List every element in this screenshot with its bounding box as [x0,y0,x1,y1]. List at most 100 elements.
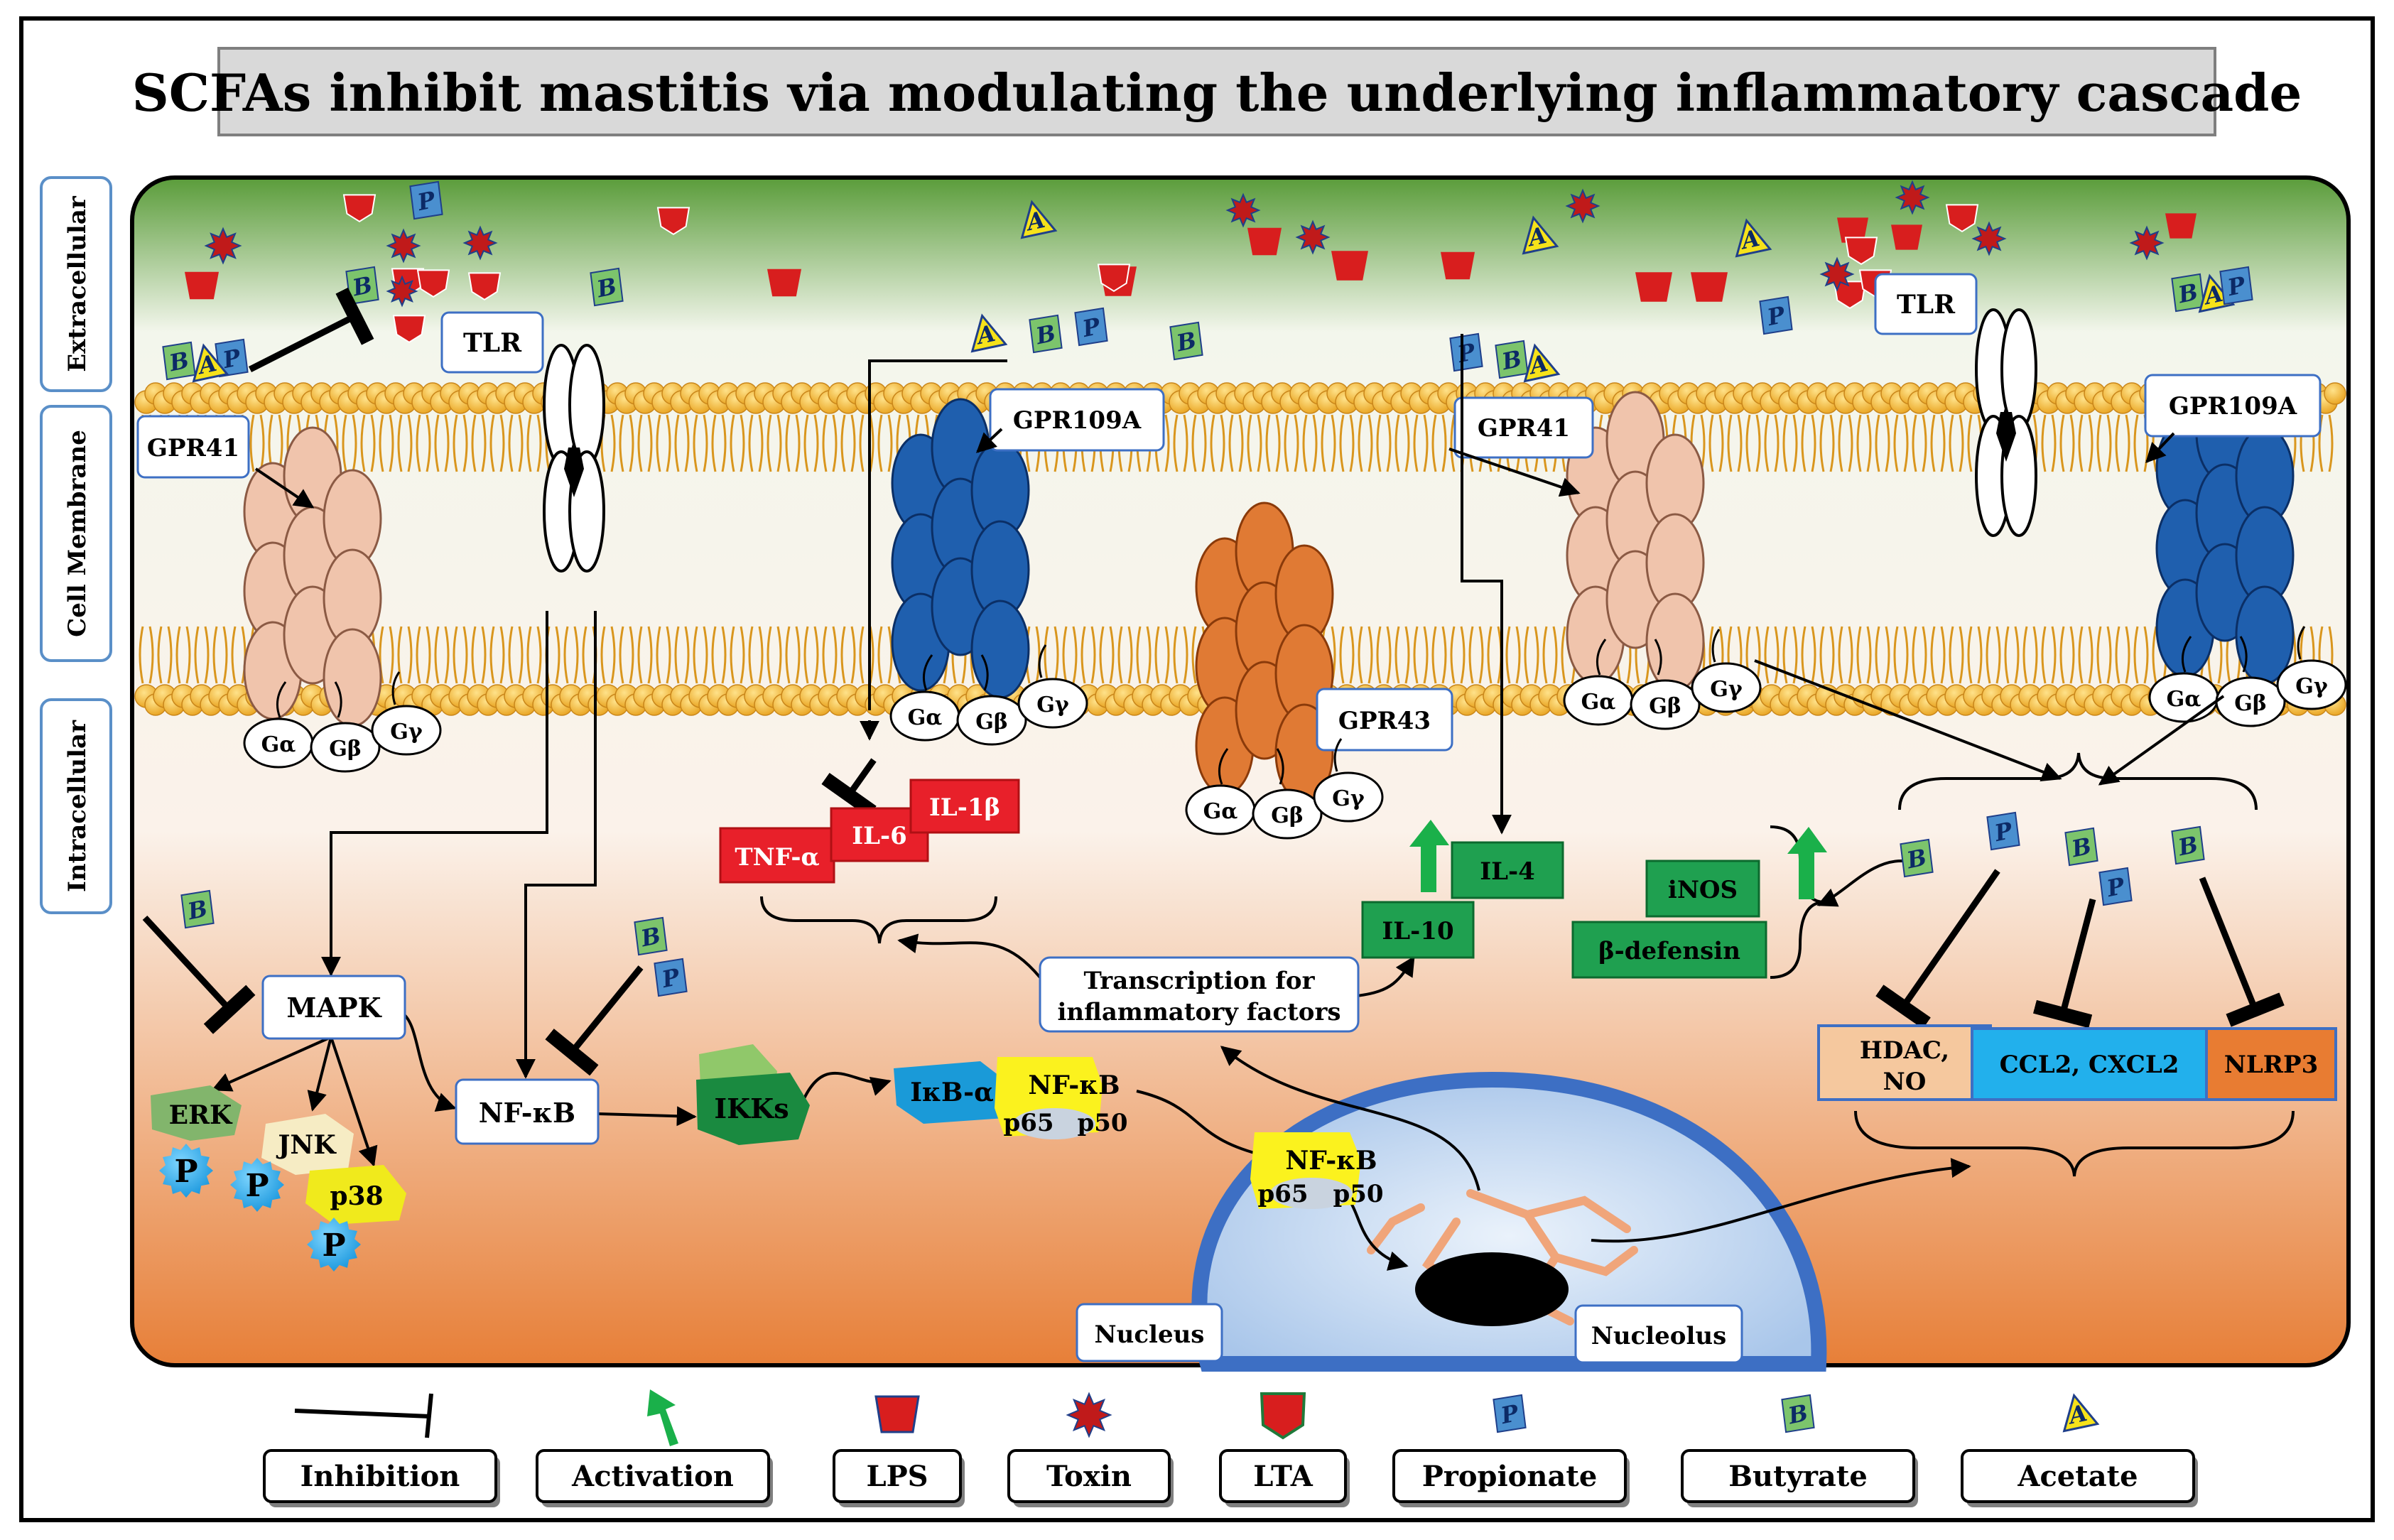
ikba-label: IκB-α [910,1078,994,1107]
region-labels: Extracellular Cell Membrane Intracellula… [40,176,112,914]
lps-molecule [1691,272,1728,302]
gpr109a-center-receptor [891,398,1030,699]
tlr-right-receptor [1975,308,2037,537]
legend-toxin: Toxin [1007,1392,1174,1507]
propionate-molecule: P [1986,811,2020,851]
ccl2-label: CCL2, CXCL2 [2000,1051,2179,1079]
label-gpr109a-center: GPR109A [1013,406,1142,435]
lps-molecule [1891,224,1922,250]
p65-cyto-label: p65 [1003,1109,1054,1137]
toxin-molecule [462,225,498,261]
erk-label: ERK [169,1100,233,1130]
nucleolus-body [1415,1252,1569,1326]
nucleolus-label: Nucleolus [1591,1322,1727,1350]
p50-cyto-shape [1013,1108,1095,1139]
ccl2-box [1971,1027,2208,1101]
legend-label-activation: Activation [571,1460,734,1493]
lta-molecule [1844,237,1878,265]
svg-text:Gα: Gα [1581,690,1616,715]
lps-molecule [2165,213,2197,239]
label-gpr41-left: GPR41 [147,434,239,462]
region-extracellular: Extracellular [63,195,92,372]
butyrate-molecule: B [1029,314,1063,354]
lta-molecule [1945,204,1979,232]
pathway-arrows [142,287,2285,1271]
butyrate-molecule: B [1169,321,1203,361]
tnfa-label: TNF-α [735,843,819,872]
lps-molecule [1635,272,1672,302]
inflammation-targets: HDAC, NO CCL2, CXCL2 NLRP3 [1817,1024,2337,1101]
toxin-molecule [1971,221,2007,256]
phospho-badge: P [159,1144,213,1198]
legend-butyrate: Butyrate B [1681,1394,1918,1507]
legend-label-lta: LTA [1253,1460,1313,1493]
propionate-molecule: P [1074,307,1108,347]
legend-lta: LTA [1219,1392,1350,1507]
legend-activation: Activation [536,1389,773,1507]
lps-molecule [1331,251,1368,281]
lta-molecule [656,207,690,235]
svg-text:Gα: Gα [2167,687,2201,712]
p65-nuc-label: p65 [1257,1180,1308,1208]
p50-nuc-shape [1270,1178,1353,1209]
butyrate-molecule: B [1900,838,1934,878]
nlrp3-box [2205,1027,2337,1101]
tnfa-box [719,827,835,884]
nfkb-label: NF-κB [479,1097,575,1129]
butyrate-molecule: B [1781,1394,1815,1433]
label-gpr41-right: GPR41 [1478,414,1570,443]
butyrate-molecule: B [2171,273,2205,313]
toxin-molecule [1295,219,1331,255]
ikba-blob [894,1061,1012,1124]
svg-text:Gγ: Gγ [1332,786,1365,811]
svg-text:Gγ: Gγ [2295,674,2328,699]
bdefensin-label: β-defensin [1598,937,1740,965]
gpr43-receptor [1195,501,1334,803]
butyrate-molecule: B [180,889,215,929]
legend-inhibition: Inhibition [263,1393,500,1507]
lps-molecule [1441,251,1475,280]
toxin-molecule [2129,225,2165,261]
svg-text:Gα: Gα [908,705,943,730]
svg-text:Gγ: Gγ [1036,693,1069,717]
acetate-molecule: A [192,343,229,383]
nfkb-cyto-label: NF-κB [1028,1070,1120,1100]
il4-box [1451,841,1564,899]
legend-label-inhibition: Inhibition [300,1460,460,1493]
il6-label: IL-6 [852,822,907,850]
acetate-molecule: A [2062,1393,2100,1433]
propionate-molecule: P [2219,266,2253,305]
erk-blob [151,1085,242,1141]
butyrate-molecule: B [162,341,196,381]
cytokines: TNF-α IL-6 IL-1β IL-4 IL-10 iNOS β-defen… [719,779,1827,979]
nfkb-nuc-label: NF-κB [1285,1146,1377,1176]
svg-text:P: P [174,1154,197,1190]
p38-blob [305,1165,406,1225]
lta-molecule [467,272,502,300]
butyrate-molecule: B [2064,827,2098,867]
lta-molecule [1097,264,1131,292]
lps-molecule [1247,227,1282,256]
toxin-molecule [1895,180,1930,215]
il10-label: IL-10 [1382,917,1453,945]
toxin-molecule [386,228,421,264]
toxin-molecule [1565,188,1600,224]
lta-molecule [1833,281,1867,309]
butyrate-molecule: B [345,266,379,305]
svg-text:Gβ: Gβ [1271,803,1304,828]
propionate-molecule: P [654,958,688,997]
legend-label-toxin: Toxin [1046,1460,1132,1493]
hdac-line1: HDAC, [1860,1036,1949,1065]
il10-box [1361,901,1475,959]
transcription-box: Transcription for inflammatory factors [1039,956,1360,1033]
phospho-badge: P [307,1218,361,1271]
ikks-blob [696,1073,810,1145]
nucleus-labels: Nucleus Nucleolus [1076,1303,1743,1364]
svg-text:Gβ: Gβ [329,737,362,761]
legend-label-butyrate: Butyrate [1728,1460,1868,1493]
